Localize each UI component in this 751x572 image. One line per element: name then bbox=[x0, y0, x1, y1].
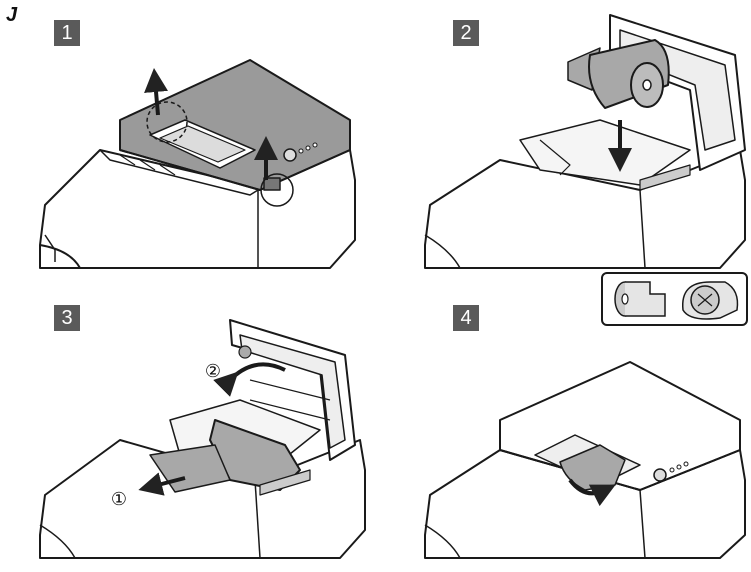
panel-3-pull-paper-close bbox=[40, 320, 365, 558]
panel-4-tear-paper bbox=[425, 362, 745, 558]
callout-second: ② bbox=[205, 361, 221, 382]
panel-1-printer-closed bbox=[40, 60, 355, 268]
panel-2-printer-open-roll-insert bbox=[425, 15, 745, 268]
paper-roll-orientation-icon bbox=[602, 273, 747, 325]
callout-first: ① bbox=[111, 489, 127, 510]
